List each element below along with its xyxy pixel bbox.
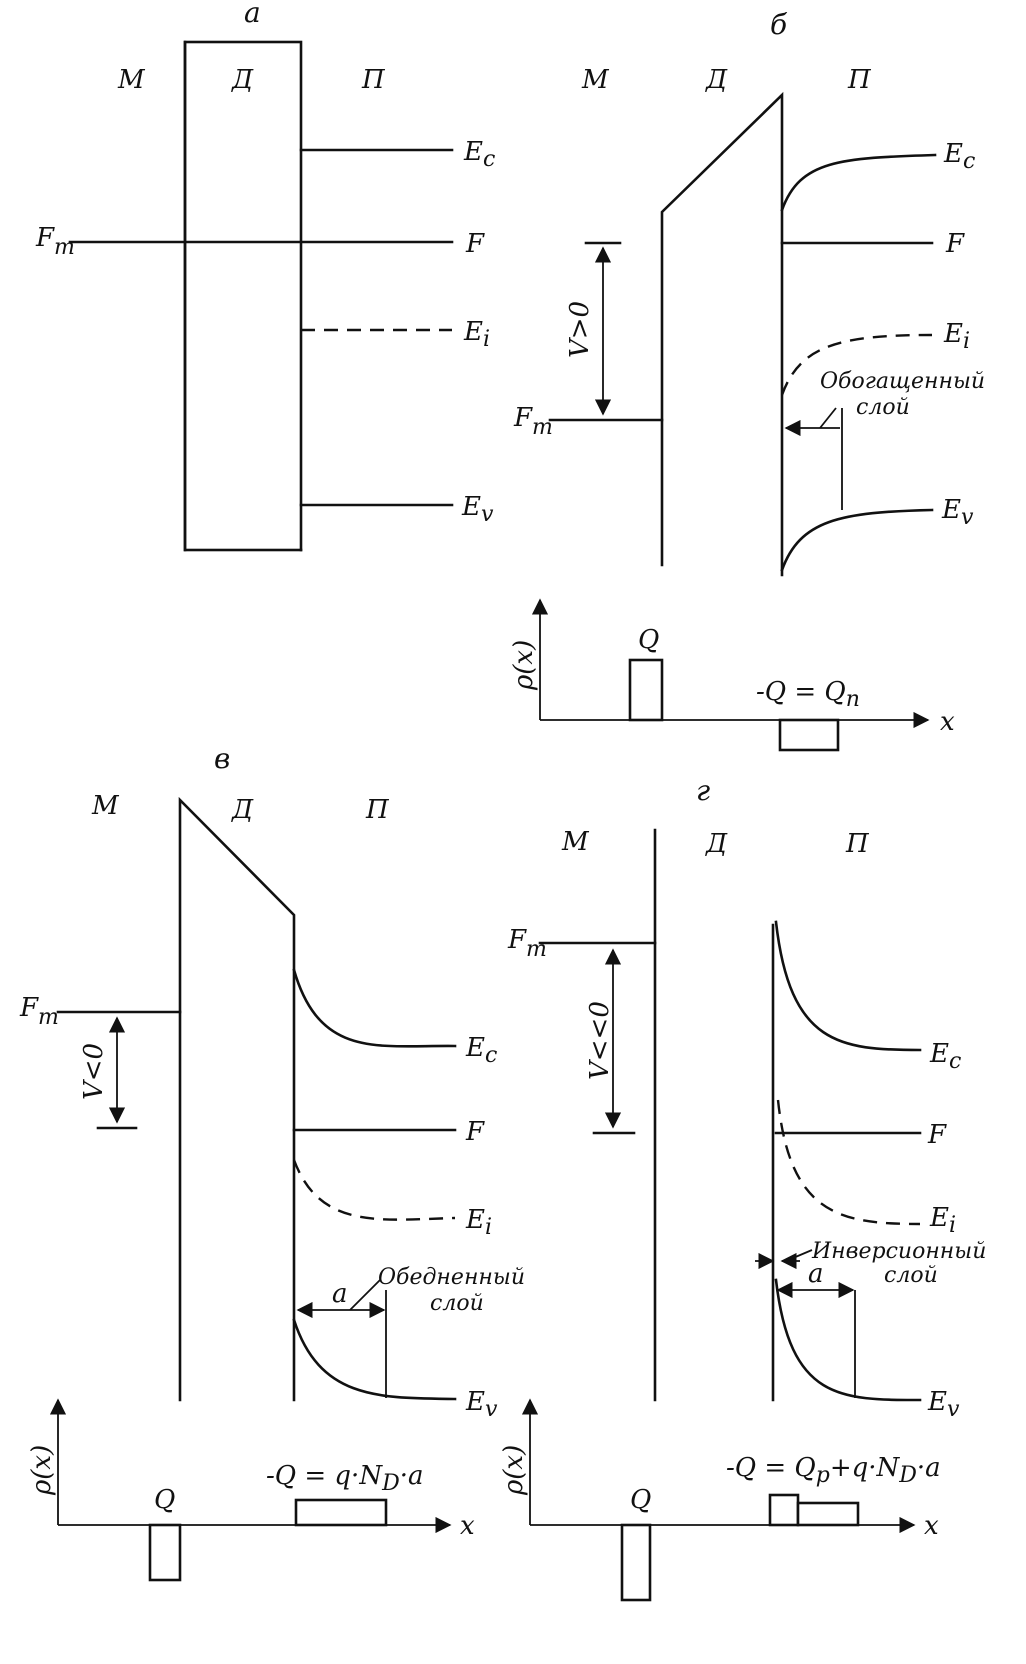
- panel-g-ec-label: Ec: [929, 1039, 961, 1074]
- panel-b-rho-label: ρ(x): [509, 640, 539, 691]
- panel-v-layer-label-2: слой: [430, 1291, 484, 1316]
- panel-v-q-label: Q: [154, 1485, 175, 1515]
- panel-b-ei-label: Ei: [943, 319, 970, 354]
- panel-v-f-label: F: [465, 1117, 485, 1147]
- panel-v-metal-label: М: [91, 791, 120, 821]
- panel-g-ei-label: Ei: [929, 1203, 956, 1238]
- panel-g-neg-q-label: -Q = Qp+q·ND·a: [726, 1453, 941, 1488]
- panel-g-ev-label: Ev: [927, 1387, 960, 1422]
- panel-b-voltage-label: V>0: [565, 301, 595, 358]
- panel-v-ev-label: Ev: [465, 1387, 498, 1422]
- panel-b-layer-label-1: Обогащенный: [820, 369, 985, 394]
- panel-b-insulator-outline: [660, 91, 784, 577]
- panel-b-letter: б: [770, 8, 788, 41]
- panel-a-fm-label: Fm: [35, 223, 75, 260]
- panel-a-ec-label: Ec: [463, 137, 495, 172]
- panel-g-positive-charge: [620, 1523, 652, 1602]
- panel-v-negative-charge: [294, 1498, 388, 1527]
- panel-g-layer-label-1: Инверсионный: [811, 1239, 986, 1264]
- panel-g-f-label: F: [927, 1120, 947, 1150]
- panel-b-neg-q-label: -Q = Qn: [756, 677, 860, 712]
- panel-v-ev-curve: [292, 1318, 457, 1401]
- panel-b-metal-label: М: [581, 65, 610, 95]
- panel-b-positive-charge: [628, 658, 664, 722]
- panel-v-semiconductor-label: П: [365, 795, 390, 825]
- panel-g-letter: г: [696, 774, 710, 807]
- panel-g-dielectric-label: Д: [705, 829, 728, 859]
- panel-b-ei-curve: [780, 333, 933, 396]
- panel-b-layer-leader: [819, 407, 837, 429]
- panel-g-metal-label: М: [561, 827, 590, 857]
- panel-b-semiconductor-label: П: [847, 65, 872, 95]
- panel-g-layer-leader: [785, 1249, 813, 1262]
- panel-b-negative-charge: [778, 718, 840, 752]
- panel-b-q-label: Q: [638, 625, 659, 655]
- panel-a-f-label: F: [465, 229, 485, 259]
- panel-a-ei-label: Ei: [463, 317, 490, 352]
- panel-v-neg-q-label: -Q = q·ND·a: [266, 1461, 423, 1496]
- panel-g-ev-curve: [774, 1278, 922, 1402]
- panel-v-dielectric-label: Д: [231, 795, 254, 825]
- panel-a-metal-label: М: [117, 65, 146, 95]
- panel-g-layer-label-2: слой: [884, 1263, 938, 1288]
- panel-v-x-label: x: [460, 1511, 475, 1541]
- panel-b-ec-curve: [780, 153, 937, 212]
- panel-a-insulator-box: [183, 40, 303, 552]
- panel-b-ev-label: Ev: [941, 495, 974, 530]
- panel-v-rho-label: ρ(x): [27, 1445, 57, 1496]
- panel-g: г М Д П Fm V<<0 Ec F Ei Ev Инверсионный …: [499, 774, 986, 1602]
- panel-a-ev-label: Ev: [461, 492, 494, 527]
- panel-v-ec-label: Ec: [465, 1033, 497, 1068]
- panel-g-width-label: a: [808, 1259, 824, 1289]
- panel-g-ei-curve: [776, 1099, 921, 1226]
- panel-a-dielectric-label: Д: [231, 65, 254, 95]
- panel-g-semiconductor-label: П: [845, 829, 870, 859]
- panel-v-fm-label: Fm: [19, 993, 59, 1030]
- panel-b-ev-curve: [780, 508, 934, 572]
- panel-v-width-label: a: [332, 1279, 348, 1309]
- panel-v-ei-curve: [292, 1159, 456, 1221]
- panel-b-dielectric-label: Д: [705, 65, 728, 95]
- panel-g-voltage-label: V<<0: [585, 1001, 615, 1080]
- panel-g-x-label: x: [924, 1511, 939, 1541]
- panel-b-x-label: x: [940, 707, 955, 737]
- panel-v-ec-curve: [292, 968, 457, 1048]
- panel-v-letter: в: [214, 742, 230, 775]
- panel-v-layer-leader: [349, 1279, 381, 1311]
- panel-g-fm-label: Fm: [507, 925, 547, 962]
- panel-v-layer-label-1: Обедненный: [378, 1265, 525, 1290]
- panel-g-ec-curve: [774, 920, 922, 1052]
- panel-b-ec-label: Ec: [943, 139, 975, 174]
- panel-b-layer-label-2: слой: [856, 395, 910, 420]
- panel-v-ei-label: Ei: [465, 1205, 492, 1240]
- panel-v-positive-charge: [148, 1523, 182, 1582]
- panel-g-depletion-charge: [796, 1501, 860, 1527]
- panel-v-voltage-label: V<0: [79, 1043, 109, 1100]
- panel-a: а М Д П Ec F Ei Ev Fm: [35, 0, 495, 552]
- panel-g-inversion-charge: [768, 1493, 800, 1527]
- panel-a-semiconductor-label: П: [361, 65, 386, 95]
- panel-b: б М Д П Fm V>0 Ec F Ei Ev Обогащенный сл…: [509, 8, 985, 752]
- panel-b-f-label: F: [945, 229, 965, 259]
- panel-a-letter: а: [244, 0, 261, 29]
- panel-g-rho-label: ρ(x): [499, 1445, 529, 1496]
- panel-v-insulator-outline: [178, 796, 296, 1402]
- panel-b-fm-label: Fm: [513, 403, 553, 440]
- panel-g-q-label: Q: [630, 1485, 651, 1515]
- panel-v: в М Д П Fm V<0 Ec F Ei Ev a Обедненный с…: [19, 742, 525, 1582]
